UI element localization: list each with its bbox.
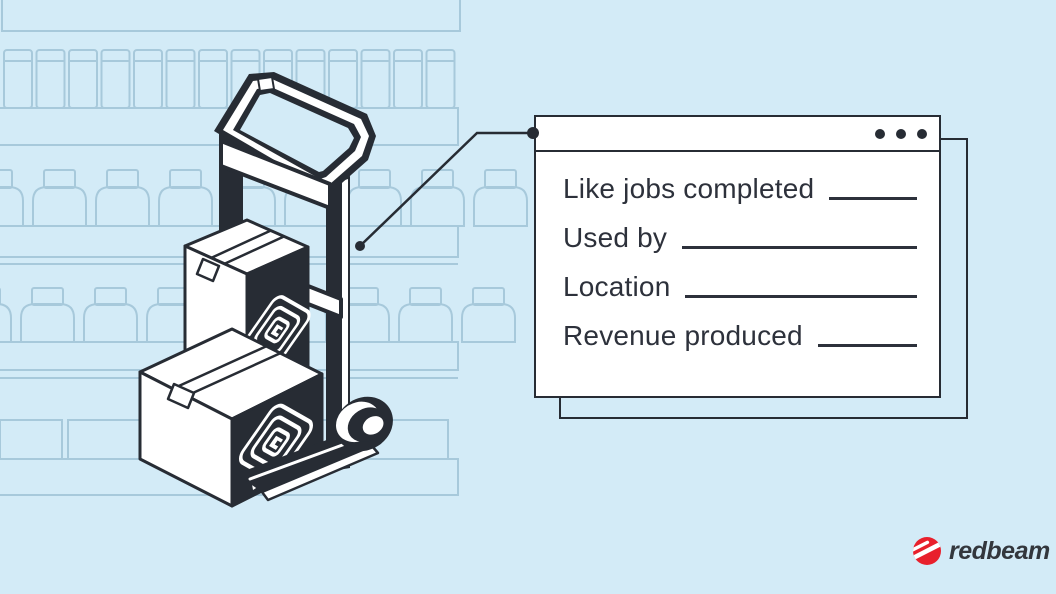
- crossbar: [219, 139, 332, 210]
- field-blank-line: [682, 246, 917, 249]
- brand-logo[interactable]: redbeam: [912, 536, 1050, 566]
- handle: [214, 72, 376, 193]
- field-row: Revenue produced: [563, 311, 917, 360]
- window-dot-icon: [896, 128, 906, 139]
- window-titlebar: [536, 117, 939, 152]
- window-dot-icon: [917, 128, 927, 139]
- connector-line: [355, 131, 535, 251]
- field-blank-line: [817, 344, 917, 347]
- redbeam-ball-icon: [913, 537, 941, 565]
- tape-tab: [195, 257, 221, 283]
- field-label: Location: [563, 270, 671, 302]
- field-blank-line: [685, 295, 917, 298]
- field-row: Like jobs completed: [563, 164, 917, 213]
- field-label: Revenue produced: [563, 319, 803, 351]
- logo-text: redbeam: [949, 536, 1050, 565]
- connector-dot: [527, 127, 539, 139]
- card-body: Like jobs completed Used by Location Rev…: [536, 152, 939, 360]
- field-blank-line: [829, 197, 917, 200]
- field-label: Used by: [563, 221, 668, 253]
- field-row: Used by: [563, 213, 917, 262]
- field-label: Like jobs completed: [563, 172, 815, 204]
- hand-truck-illustration: [138, 72, 393, 508]
- handle-notch: [257, 76, 275, 92]
- field-row: Location: [563, 262, 917, 311]
- base-plate: [236, 432, 380, 502]
- wheel: [335, 396, 393, 452]
- window-dot-icon: [875, 128, 885, 139]
- callout-card: Like jobs completed Used by Location Rev…: [534, 115, 941, 398]
- tape-tab: [166, 382, 196, 410]
